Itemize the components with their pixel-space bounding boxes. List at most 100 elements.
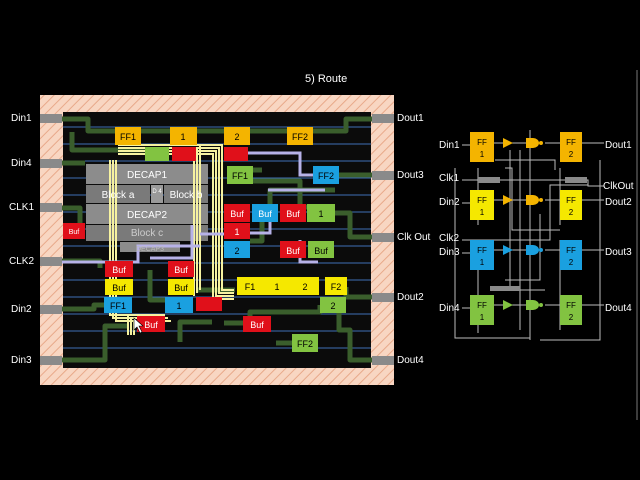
svg-text:FF: FF bbox=[477, 301, 487, 310]
svg-text:1: 1 bbox=[318, 209, 323, 219]
sch-label-dout1: Dout1 bbox=[605, 140, 632, 151]
svg-text:1: 1 bbox=[234, 227, 239, 237]
cell-2-green: 2 bbox=[320, 297, 346, 313]
block-a-label: Block a bbox=[102, 190, 135, 201]
svg-text:Buf: Buf bbox=[69, 229, 80, 236]
cell-2-row: 2 bbox=[291, 277, 319, 295]
cell-green-stub bbox=[145, 147, 169, 161]
svg-text:Buf: Buf bbox=[112, 283, 126, 293]
schematic-view: FF1 FF2 FF1 FF2 FF1 FF2 FF1 FF2 bbox=[454, 130, 604, 341]
sch-ff2-row1: FF 2 bbox=[560, 132, 582, 162]
cell-ff2-bottom: FF2 bbox=[292, 334, 318, 352]
buffer-gate-icon bbox=[503, 195, 513, 205]
cell-f1-row: F1 bbox=[237, 277, 263, 295]
svg-text:1: 1 bbox=[480, 208, 485, 217]
svg-text:FF1: FF1 bbox=[232, 171, 248, 181]
layout-label-dout1: Dout1 bbox=[397, 113, 424, 124]
clkout-buffer bbox=[565, 177, 587, 183]
layout-label-din1: Din1 bbox=[11, 113, 32, 124]
cell-red-stub-2 bbox=[224, 147, 248, 161]
decap3-label: DECAP3 bbox=[136, 246, 164, 253]
svg-text:2: 2 bbox=[234, 246, 239, 256]
cell-1-green: 1 bbox=[307, 204, 335, 222]
sch-label-clk2: Clk2 bbox=[439, 233, 460, 244]
cell-ff1-top: FF1 bbox=[115, 127, 141, 145]
sch-ff1-row1: FF1 bbox=[470, 132, 494, 162]
svg-text:FF: FF bbox=[566, 301, 576, 310]
svg-text:FF: FF bbox=[477, 196, 487, 205]
svg-text:1: 1 bbox=[480, 313, 485, 322]
cell-f2-row: F2 bbox=[325, 277, 347, 295]
clk2-buffer bbox=[490, 286, 520, 291]
clk1-buffer bbox=[478, 177, 500, 183]
cell-1-red: 1 bbox=[224, 223, 250, 239]
cell-buf-red-3: Buf bbox=[280, 241, 306, 258]
sch-label-clkout: ClkOut bbox=[603, 181, 634, 192]
sch-ff1-row3: FF 1 bbox=[470, 240, 494, 270]
svg-text:Buf: Buf bbox=[112, 265, 126, 275]
layout-label-dout2: Dout2 bbox=[397, 292, 424, 303]
cell-buf-green: Buf bbox=[308, 241, 334, 258]
svg-text:Buf: Buf bbox=[174, 265, 188, 275]
svg-text:Buf: Buf bbox=[174, 283, 188, 293]
svg-text:FF1: FF1 bbox=[120, 132, 136, 142]
cell-ff1-blue: FF1 bbox=[104, 297, 132, 313]
cell-ff2-top: FF2 bbox=[287, 127, 313, 145]
svg-text:FF: FF bbox=[566, 138, 576, 147]
io-pads bbox=[40, 114, 394, 365]
svg-text:2: 2 bbox=[569, 313, 574, 322]
sch-label-din1: Din1 bbox=[439, 140, 460, 151]
svg-text:1: 1 bbox=[480, 258, 485, 267]
svg-text:FF: FF bbox=[566, 196, 576, 205]
svg-text:2: 2 bbox=[569, 150, 574, 159]
block-a-macro bbox=[86, 185, 150, 203]
cell-1-row: 1 bbox=[263, 277, 291, 295]
cell-ff2-blue: FF2 bbox=[313, 166, 339, 184]
sch-ff2-row4: FF 2 bbox=[560, 295, 582, 325]
mouse-cursor-icon bbox=[133, 317, 144, 334]
svg-text:Buf: Buf bbox=[314, 246, 328, 256]
and-gate-icon bbox=[526, 300, 539, 310]
gate-row2 bbox=[503, 195, 543, 205]
cell-2-top: 2 bbox=[224, 127, 250, 145]
cell-buf-red-5: Buf bbox=[168, 261, 194, 277]
cell-red-small bbox=[196, 297, 222, 311]
svg-text:2: 2 bbox=[569, 208, 574, 217]
sch-ff1-row4: FF 1 bbox=[470, 295, 494, 325]
buffer-gate-icon bbox=[503, 138, 513, 148]
layout-label-clk1: CLK1 bbox=[9, 202, 35, 213]
cell-ff1-green: FF1 bbox=[227, 166, 253, 184]
block-c-label: Block c bbox=[131, 228, 163, 239]
layout-label-din3: Din3 bbox=[11, 355, 32, 366]
sch-label-dout3: Dout3 bbox=[605, 247, 632, 258]
svg-text:FF: FF bbox=[477, 246, 487, 255]
svg-text:FF2: FF2 bbox=[297, 339, 313, 349]
sch-ff2-row2: FF 2 bbox=[560, 190, 582, 220]
layout-view: FF1 1 2 FF2 FF1 FF2 Buf Buf Buf 1 Buf 1 … bbox=[40, 95, 394, 385]
svg-text:FF2: FF2 bbox=[318, 171, 334, 181]
cell-buf-red-4: Buf bbox=[105, 261, 133, 277]
and-gate-icon bbox=[526, 195, 539, 205]
svg-text:Buf: Buf bbox=[286, 209, 300, 219]
and-gate-icon bbox=[526, 245, 539, 255]
svg-text:FF1: FF1 bbox=[110, 301, 126, 311]
sch-label-dout2: Dout2 bbox=[605, 197, 632, 208]
svg-text:2: 2 bbox=[330, 301, 335, 311]
layout-label-dout4: Dout4 bbox=[397, 355, 424, 366]
svg-text:1: 1 bbox=[176, 301, 181, 311]
decap1-label: DECAP1 bbox=[127, 170, 167, 181]
sch-label-din2: Din2 bbox=[439, 197, 460, 208]
layout-label-clkout: Clk Out bbox=[397, 232, 431, 243]
cell-buf-yellow-1: Buf bbox=[105, 279, 133, 295]
layout-label-din2: Din2 bbox=[11, 304, 32, 315]
svg-text:2: 2 bbox=[569, 258, 574, 267]
cell-buf-red-7: Buf bbox=[243, 316, 271, 332]
block-b-label: Block b bbox=[170, 190, 203, 201]
svg-text:2: 2 bbox=[234, 132, 239, 142]
cell-buf-red-2: Buf bbox=[280, 204, 306, 222]
svg-text:1: 1 bbox=[274, 282, 279, 292]
decap2-label: DECAP2 bbox=[127, 210, 167, 221]
gate-row3 bbox=[503, 245, 543, 255]
and-gate-icon bbox=[526, 138, 539, 148]
